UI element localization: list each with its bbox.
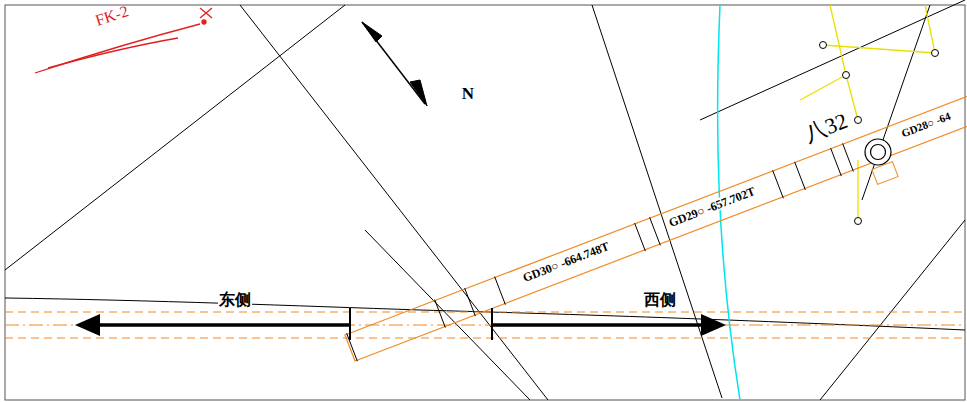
station-tick bbox=[795, 162, 806, 190]
pipe-node bbox=[820, 42, 827, 49]
station-tick bbox=[843, 144, 854, 172]
direction-label: 东侧 bbox=[218, 292, 252, 308]
station-tick bbox=[347, 333, 358, 361]
pipe-node bbox=[843, 72, 850, 79]
boundary-line bbox=[5, 5, 345, 270]
red-note: FK-2 bbox=[93, 3, 132, 29]
elevation-label: GD30○ -664.748T bbox=[520, 240, 611, 285]
north-arrow bbox=[362, 22, 427, 106]
arrow-shaft bbox=[95, 323, 350, 327]
elevation-label: GD29○ -657.702T bbox=[666, 184, 757, 229]
pipe-node bbox=[855, 117, 862, 124]
station-tick bbox=[650, 217, 661, 245]
north-shaft bbox=[362, 22, 425, 104]
north-head bbox=[410, 80, 427, 106]
station-tick bbox=[635, 223, 646, 251]
pipe-node bbox=[932, 50, 939, 57]
pipe-node bbox=[855, 218, 862, 225]
pipe-line bbox=[823, 5, 935, 53]
boundary-lines bbox=[5, 0, 965, 400]
station-tick bbox=[831, 148, 842, 176]
boundary-line bbox=[240, 5, 548, 400]
red-curve bbox=[35, 24, 200, 73]
red-dot bbox=[202, 20, 206, 24]
boundary-line bbox=[820, 220, 965, 400]
pipe-line bbox=[857, 160, 858, 220]
frame bbox=[5, 5, 965, 400]
yellow-pipes bbox=[800, 5, 935, 220]
north-label: N bbox=[461, 85, 475, 102]
station-ticks bbox=[347, 144, 854, 362]
station-tick bbox=[773, 170, 784, 198]
arrow-shaft bbox=[492, 323, 705, 327]
pipe-line bbox=[830, 5, 858, 120]
road-edge-dashed bbox=[5, 338, 965, 339]
station-tick bbox=[435, 300, 446, 328]
arrow-head bbox=[75, 314, 100, 336]
elevation-label: GD28○ -64 bbox=[899, 110, 953, 139]
pipe-line bbox=[800, 75, 846, 100]
station-tick bbox=[495, 277, 506, 305]
boundary-line bbox=[862, 5, 930, 200]
boundary-line bbox=[700, 0, 965, 120]
red-cross bbox=[200, 8, 212, 18]
well-number: 八32 bbox=[801, 109, 852, 146]
red-curve bbox=[48, 38, 178, 68]
direction-arrows bbox=[75, 308, 726, 340]
north-fletch bbox=[362, 22, 382, 42]
boundary-line bbox=[592, 5, 722, 398]
station-tick bbox=[465, 288, 476, 316]
manhole-outer bbox=[865, 139, 891, 165]
road-centerline bbox=[5, 325, 965, 326]
boundary-line bbox=[365, 230, 530, 400]
road-lines bbox=[5, 312, 965, 338]
arrow-head bbox=[701, 314, 726, 336]
red-cross bbox=[200, 8, 212, 18]
direction-label: 西侧 bbox=[643, 292, 677, 308]
road-edge bbox=[5, 298, 965, 330]
pipe-corridor bbox=[345, 93, 967, 361]
manhole-inner bbox=[871, 145, 886, 160]
